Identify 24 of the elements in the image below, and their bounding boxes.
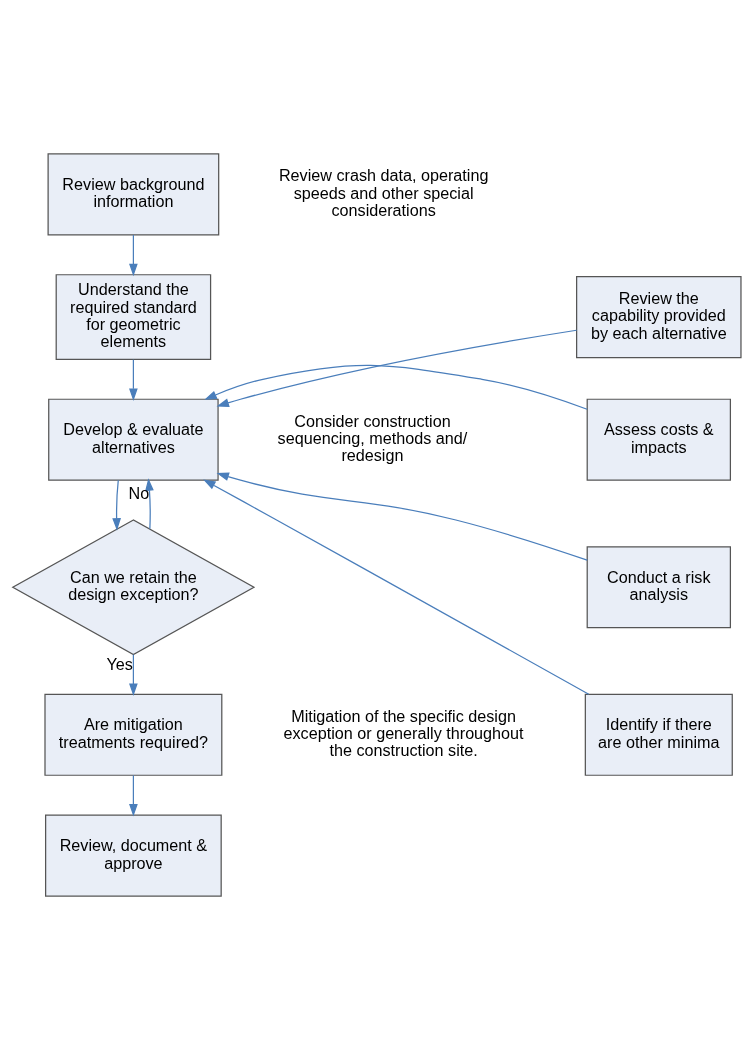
node-box: Review the capability provided by each alternative: [576, 276, 742, 359]
node-box: Review, document & approve: [45, 814, 222, 897]
arrow: [129, 654, 138, 696]
arrow: [145, 478, 154, 530]
edge-label: Yes: [106, 654, 133, 673]
arrow: [216, 472, 588, 561]
node-label: Review crash data, operating speeds and other special considerations: [278, 166, 489, 220]
node-box: Are mitigation treatments required?: [44, 693, 223, 776]
node-box: Identify if there are other minima: [584, 693, 733, 776]
arrow: [129, 774, 138, 817]
node-box: Develop & evaluate alternatives: [48, 398, 219, 481]
arrow: [129, 359, 138, 401]
node-label: Mitigation of the specific design exception or generally throughout the construction site.: [283, 706, 524, 760]
node-box: Understand the required standard for geometric elements: [55, 274, 212, 361]
node-box: Review background information: [47, 153, 220, 236]
edge-label: No: [128, 484, 150, 503]
label: Consider construction sequencing, methods and/ redesign: [277, 411, 468, 465]
arrow: [112, 479, 121, 531]
node-box: Assess costs & impacts: [586, 398, 731, 481]
arrow: [203, 479, 590, 695]
node-box: Conduct a risk analysis: [586, 546, 731, 629]
arrow: [129, 234, 138, 277]
arrow: [216, 329, 578, 407]
arrow: [204, 364, 588, 410]
